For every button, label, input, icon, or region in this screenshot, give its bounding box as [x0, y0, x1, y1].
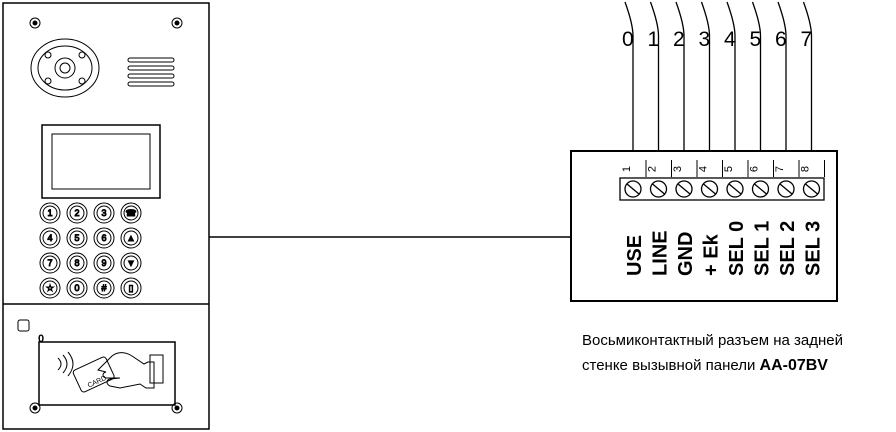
keypad-key-label: ▲ [127, 233, 136, 243]
wire [751, 1, 762, 151]
terminal-screw-icon [624, 180, 642, 198]
keypad-key: ☎ [120, 202, 142, 224]
signal-label: LINE [650, 230, 672, 276]
keypad-key: 0 [66, 277, 88, 299]
keypad-key: 3 [93, 202, 115, 224]
wire [700, 1, 711, 151]
screw-icon [29, 402, 41, 414]
indicator-label: 0 [38, 333, 44, 345]
keypad-key-label: 8 [74, 258, 79, 268]
keypad-key-label: 1 [47, 208, 52, 218]
caption-model: AA-07BV [759, 357, 828, 374]
keypad-key-label: 0 [74, 283, 79, 293]
panel-body [2, 2, 210, 430]
wire [802, 1, 813, 151]
pin-number: 7 [774, 166, 786, 172]
signal-label: USE [624, 235, 646, 276]
pin-number: 1 [621, 166, 633, 172]
caption-line-2-text: стенке вызывной панели [582, 357, 756, 374]
pin-number: 2 [647, 166, 659, 172]
keypad-key: 2 [66, 202, 88, 224]
wire-number: 0 [622, 28, 634, 51]
keypad-key: ☆ [39, 277, 61, 299]
keypad-key: ▼ [120, 252, 142, 274]
keypad-key-label: ▼ [127, 258, 136, 268]
caption-line-2: стенке вызывной панели AA-07BV [582, 353, 896, 378]
wire [726, 1, 736, 151]
signal-label: SEL 0 [726, 221, 748, 276]
wire-number: 2 [673, 28, 685, 51]
caption: Восьмиконтактный разъем на задней стенке… [582, 328, 896, 378]
terminal-screw-icon [675, 180, 693, 198]
wire-number: 1 [648, 28, 660, 51]
signal-label: SEL 1 [752, 221, 774, 276]
connector-box [570, 150, 838, 302]
terminal-strip [619, 177, 825, 201]
wire [777, 1, 787, 151]
pin-number: 5 [723, 166, 735, 172]
signal-label: SEL 2 [777, 221, 799, 276]
wire-number: 3 [699, 28, 711, 51]
wire [649, 1, 660, 151]
keypad-key: # [93, 277, 115, 299]
keypad-key: 1 [39, 202, 61, 224]
terminal-screw-icon [726, 180, 744, 198]
wire [675, 1, 685, 151]
screw-icon [171, 402, 183, 414]
wire-number: 7 [801, 28, 813, 51]
keypad-key-label: 4 [47, 233, 52, 243]
keypad-key-label: 7 [47, 258, 52, 268]
keypad-key: 7 [39, 252, 61, 274]
signal-label: GND [675, 232, 697, 276]
wire-number: 4 [724, 28, 736, 51]
display-icon [41, 124, 161, 199]
speaker-grille-icon [127, 57, 175, 87]
screw-icon [29, 17, 41, 29]
keypad-key-label: ☆ [46, 283, 54, 293]
wire-number: 5 [750, 28, 762, 51]
indicator-led-icon [17, 319, 30, 332]
camera-icon [30, 38, 100, 98]
screw-icon [171, 17, 183, 29]
pin-number: 4 [698, 166, 710, 172]
keypad-key-label: ▯ [129, 283, 134, 293]
terminal-screw-icon [777, 180, 795, 198]
terminal-block: 1 2 3 4 5 6 7 8 [619, 160, 825, 201]
keypad-key-label: 3 [101, 208, 106, 218]
signal-label: SEL 3 [803, 221, 825, 276]
terminal-screw-icon [751, 180, 770, 198]
keypad-key-label: 5 [74, 233, 79, 243]
keypad-key-label: # [101, 283, 106, 293]
keypad-key: 6 [93, 227, 115, 249]
keypad-key: ▯ [120, 277, 142, 299]
keypad-key: 5 [66, 227, 88, 249]
call-panel: 1 2 3 ☎ 4 5 6 ▲ 7 8 9 ▼ ☆ 0 # ▯ 0 CARD [2, 2, 210, 430]
pin-number: 3 [672, 166, 684, 172]
caption-line-1: Восьмиконтактный разъем на задней [582, 332, 843, 349]
signal-label: + Ek [701, 233, 723, 276]
keypad-key-label: ☎ [125, 208, 136, 218]
card-reader-icon: CARD [38, 341, 176, 406]
keypad-key: 9 [93, 252, 115, 274]
pin-number: 6 [749, 166, 761, 172]
terminal-screw-icon [649, 180, 668, 198]
terminal-screw-icon [700, 180, 719, 198]
keypad-key-label: 9 [101, 258, 106, 268]
keypad-key: 4 [39, 227, 61, 249]
wire-number: 6 [775, 28, 787, 51]
keypad: 1 2 3 ☎ 4 5 6 ▲ 7 8 9 ▼ ☆ 0 # ▯ [39, 202, 142, 299]
keypad-key-label: 6 [101, 233, 106, 243]
keypad-key: 8 [66, 252, 88, 274]
keypad-key: ▲ [120, 227, 142, 249]
keypad-key-label: 2 [74, 208, 79, 218]
terminal-screw-icon [802, 180, 821, 198]
wire [624, 1, 634, 151]
pin-number: 8 [800, 166, 812, 172]
